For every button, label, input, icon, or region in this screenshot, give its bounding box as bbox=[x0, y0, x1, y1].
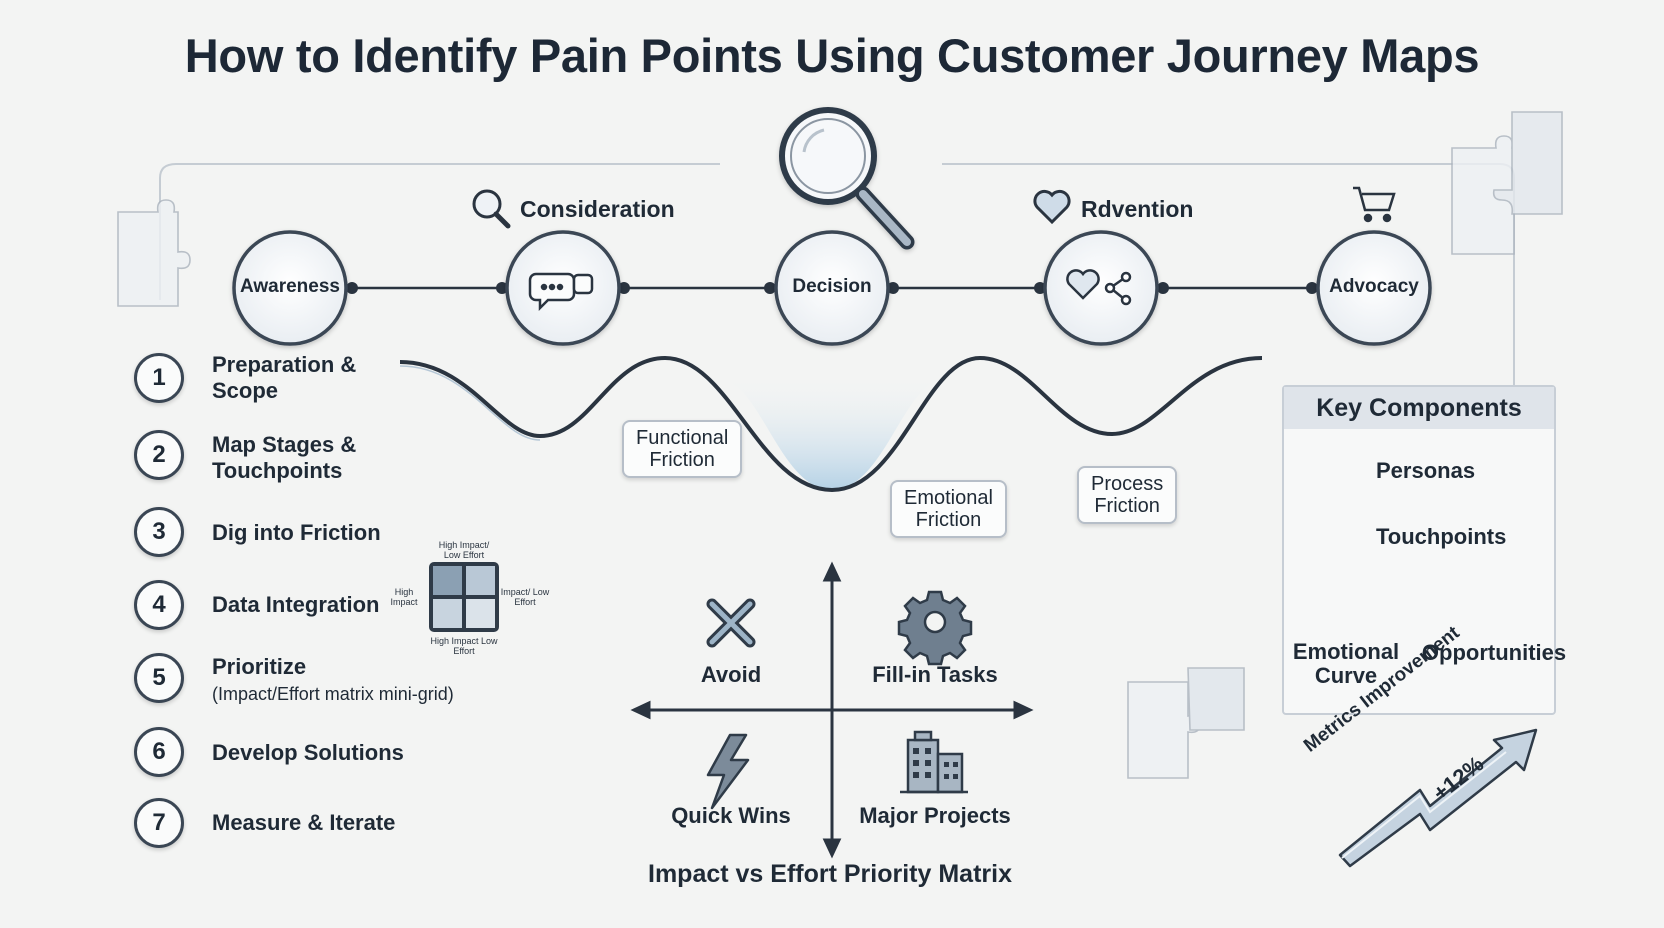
step-label-1: Preparation &Scope bbox=[212, 352, 357, 403]
mini-grid-bottom-label: High Impact Low Effort bbox=[430, 636, 498, 656]
stage-text-advocacy: Advocacy bbox=[1329, 276, 1419, 297]
chat-bubble-icon bbox=[528, 272, 594, 312]
magnifier-small-icon bbox=[472, 189, 511, 229]
frame-line bbox=[159, 163, 720, 300]
step-label-4: Data Integration bbox=[212, 592, 380, 617]
heart-share-icon bbox=[1066, 269, 1132, 306]
key-components-header: Key Components bbox=[1284, 387, 1554, 429]
stage-circle-retention[interactable] bbox=[1043, 230, 1159, 346]
step-number-4: 4 bbox=[134, 580, 184, 630]
journey-connector-dots bbox=[346, 282, 1318, 294]
shopping-cart-icon bbox=[1353, 186, 1396, 223]
step-number-7: 7 bbox=[134, 798, 184, 848]
quadrant-quick-wins: Quick Wins bbox=[671, 803, 791, 828]
step-label-2: Map Stages &Touchpoints bbox=[212, 432, 357, 483]
stage-circle-awareness[interactable] bbox=[232, 230, 348, 346]
kc-touchpoints-label: Touchpoints bbox=[1376, 524, 1507, 549]
stage-text-decision: Decision bbox=[792, 276, 872, 297]
stage-circle-decision[interactable] bbox=[774, 230, 890, 346]
kc-personas-label: Personas bbox=[1376, 458, 1476, 483]
building-icon bbox=[900, 730, 968, 794]
step-label-6: Develop Solutions bbox=[212, 740, 404, 765]
stage-text-awareness: Awareness bbox=[240, 276, 340, 297]
mini-grid-top-label: High Impact/ Low Effort bbox=[438, 540, 490, 560]
trend-arrow-icon bbox=[1338, 728, 1538, 868]
stage-label-consideration: Consideration bbox=[520, 196, 675, 222]
step-number-1: 1 bbox=[134, 353, 184, 403]
key-components-panel bbox=[1282, 385, 1556, 715]
step-number-3: 3 bbox=[134, 507, 184, 557]
stage-label-retention: Rdvention bbox=[1081, 196, 1194, 222]
step-number-2: 2 bbox=[134, 430, 184, 480]
gear-icon bbox=[897, 590, 973, 666]
stage-circle-advocacy[interactable] bbox=[1316, 230, 1432, 346]
heart-icon bbox=[1033, 189, 1071, 225]
step-number-5: 5 bbox=[134, 653, 184, 703]
x-avoid-icon-highlight bbox=[709, 601, 753, 645]
step-label-5: Prioritize(Impact/Effort matrix mini-gri… bbox=[212, 654, 454, 704]
mini-grid-right-label: Impact/ Low Effort bbox=[500, 587, 550, 607]
quadrant-major-projects: Major Projects bbox=[859, 803, 1011, 828]
quadrant-avoid: Avoid bbox=[700, 662, 762, 687]
puzzle-icon bbox=[117, 111, 1563, 779]
lightning-icon bbox=[706, 733, 750, 810]
building-windows bbox=[913, 748, 958, 779]
step-label-7: Measure & Iterate bbox=[212, 810, 396, 835]
quadrant-fill-in-tasks: Fill-in Tasks bbox=[872, 662, 998, 687]
page-title: How to Identify Pain Points Using Custom… bbox=[184, 29, 1480, 82]
magnifying-glass-icon bbox=[779, 107, 915, 250]
matrix-title: Impact vs Effort Priority Matrix bbox=[648, 860, 1012, 888]
step-sub-5: (Impact/Effort matrix mini-grid) bbox=[212, 684, 454, 704]
dip-shading bbox=[720, 380, 944, 490]
mini-grid-left-label: High Impact bbox=[390, 587, 418, 607]
step-number-6: 6 bbox=[134, 727, 184, 777]
mini-impact-grid bbox=[429, 562, 499, 632]
step-label-3: Dig into Friction bbox=[212, 520, 381, 545]
emotional-curve bbox=[399, 355, 1263, 493]
kc-opportunities-label: Opportunities bbox=[1421, 640, 1567, 665]
matrix-axes bbox=[630, 561, 1034, 859]
